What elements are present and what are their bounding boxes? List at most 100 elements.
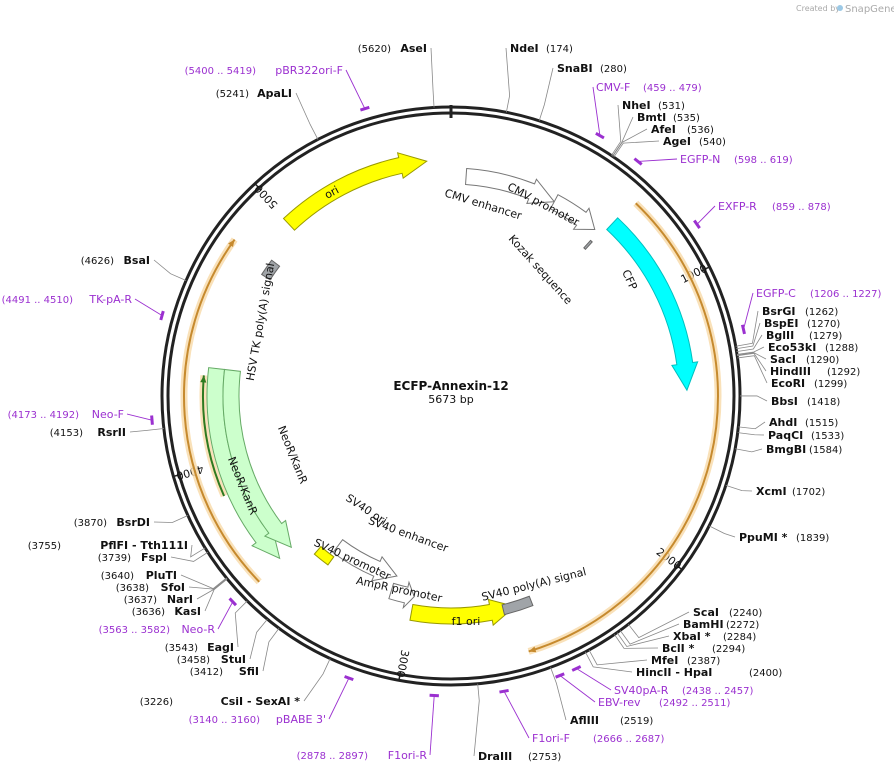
enzyme-site-sfii[interactable]: SfiI(3412) bbox=[190, 665, 259, 678]
primer-pbr322ori-f[interactable]: pBR322ori-F(5400 .. 5419) bbox=[185, 64, 370, 112]
feature-hsv-tk-poly-a-signal[interactable] bbox=[260, 259, 281, 281]
enzyme-site-xbai[interactable]: XbaI *(2284) bbox=[673, 630, 756, 643]
primer-f1ori-f[interactable]: F1ori-F(2666 .. 2687) bbox=[499, 688, 665, 745]
primer-exfp-r[interactable]: EXFP-R(859 .. 878) bbox=[693, 200, 831, 229]
feature-f1-ori[interactable] bbox=[409, 598, 517, 627]
enzyme-name: RsrII bbox=[97, 426, 126, 439]
enzyme-site-sfoi[interactable]: SfoI(3638) bbox=[116, 581, 185, 594]
enzyme-name: BmgBI bbox=[766, 443, 806, 456]
orf-arc bbox=[202, 375, 225, 497]
enzyme-site-hindiii[interactable]: HindIII(1292) bbox=[770, 365, 860, 378]
enzyme-site-eco53ki[interactable]: Eco53kI(1288) bbox=[768, 341, 858, 354]
enzyme-leader bbox=[234, 600, 248, 648]
enzyme-name: BmtI bbox=[637, 111, 666, 124]
enzyme-leader bbox=[628, 611, 690, 639]
enzyme-position: (2400) bbox=[749, 668, 782, 679]
enzyme-site-pflfi-tth111i[interactable]: PflFI - Tth111I(3755) bbox=[28, 539, 188, 552]
primer-leader bbox=[126, 413, 153, 421]
enzyme-name: MfeI bbox=[651, 654, 678, 667]
enzyme-site-paqci[interactable]: PaqCI(1533) bbox=[768, 429, 844, 442]
primer-sv40pa-r[interactable]: SV40pA-R(2438 .. 2457) bbox=[571, 665, 754, 697]
enzyme-name: BamHI bbox=[683, 618, 724, 631]
enzyme-name: KasI bbox=[174, 605, 201, 618]
enzyme-leader bbox=[736, 322, 761, 350]
orf-arrowhead bbox=[528, 646, 537, 653]
feature-sv40-ori[interactable] bbox=[313, 545, 335, 566]
feature-sv40-promoter[interactable] bbox=[332, 539, 398, 582]
enzyme-site-nari[interactable]: NarI(3637) bbox=[124, 593, 193, 606]
enzyme-site-bsai[interactable]: BsaI(4626) bbox=[81, 254, 150, 267]
enzyme-site-csii-sexai[interactable]: CsiI - SexAI *(3226) bbox=[140, 695, 301, 708]
feature-sv40-poly-a-signal[interactable] bbox=[501, 595, 534, 616]
enzyme-site-bspei[interactable]: BspEI(1270) bbox=[764, 317, 840, 330]
scale-tick bbox=[398, 671, 402, 682]
enzyme-site-stui[interactable]: StuI(3458) bbox=[177, 653, 246, 666]
enzyme-site-snabi[interactable]: SnaBI(280) bbox=[557, 62, 627, 75]
feature-ori[interactable] bbox=[282, 152, 428, 231]
enzyme-site-bmgbi[interactable]: BmgBI(1584) bbox=[766, 443, 842, 456]
enzyme-site-kasi[interactable]: KasI(3636) bbox=[132, 605, 201, 618]
plasmid-length: 5673 bp bbox=[428, 393, 473, 406]
feature-label: f1 ori bbox=[452, 615, 481, 628]
enzyme-site-ndei[interactable]: NdeI(174) bbox=[510, 42, 573, 55]
feature-kozak-sequence[interactable] bbox=[583, 239, 593, 251]
enzyme-site-agei[interactable]: AgeI(540) bbox=[663, 135, 726, 148]
enzyme-site-hincii-hpai[interactable]: HincII - HpaI(2400) bbox=[636, 666, 782, 679]
primer-ebv-rev[interactable]: EBV-rev(2492 .. 2511) bbox=[555, 672, 731, 709]
feature-cfp[interactable] bbox=[606, 217, 699, 392]
enzyme-name: AfeI bbox=[651, 123, 676, 136]
enzyme-site-bsrdi[interactable]: BsrDI(3870) bbox=[74, 516, 150, 529]
enzyme-site-bbsi[interactable]: BbsI(1418) bbox=[771, 395, 840, 408]
enzyme-site-mfei[interactable]: MfeI(2387) bbox=[651, 654, 720, 667]
enzyme-site-bmti[interactable]: BmtI(535) bbox=[637, 111, 700, 124]
enzyme-position: (5620) bbox=[358, 44, 391, 55]
enzyme-position: (280) bbox=[600, 64, 627, 75]
enzyme-leader bbox=[735, 310, 759, 347]
enzyme-site-eagi[interactable]: EagI(3543) bbox=[165, 641, 234, 654]
primer-name: EGFP-C bbox=[756, 287, 796, 300]
enzyme-leader bbox=[737, 352, 767, 372]
primer-egfp-c[interactable]: EGFP-C(1206 .. 1227) bbox=[740, 287, 882, 335]
feature-cmv-enhancer[interactable] bbox=[465, 168, 556, 204]
enzyme-site-asei[interactable]: AseI(5620) bbox=[358, 42, 427, 55]
enzyme-site-bsrgi[interactable]: BsrGI(1262) bbox=[762, 305, 838, 318]
enzyme-leader bbox=[153, 259, 187, 281]
enzyme-site-bamhi[interactable]: BamHI(2272) bbox=[683, 618, 759, 631]
primer-range: (3563 .. 3582) bbox=[99, 625, 171, 636]
enzyme-site-fspi[interactable]: FspI(3739) bbox=[98, 551, 167, 564]
feature-ampr-promoter[interactable] bbox=[388, 580, 415, 610]
enzyme-position: (3412) bbox=[190, 667, 223, 678]
enzyme-name: StuI bbox=[221, 653, 246, 666]
enzyme-site-ppumi[interactable]: PpuMI *(1839) bbox=[739, 531, 829, 544]
feature-label: NeoR/KanR bbox=[275, 424, 310, 486]
plasmid-name: ECFP-Annexin-12 bbox=[393, 379, 508, 393]
primer-f1ori-r[interactable]: F1ori-R(2878 .. 2897) bbox=[297, 693, 439, 762]
enzyme-site-apali[interactable]: ApaLI(5241) bbox=[216, 87, 292, 100]
enzyme-name: NheI bbox=[622, 99, 651, 112]
enzyme-site-rsrii[interactable]: RsrII(4153) bbox=[50, 426, 126, 439]
primer-pbabe-3[interactable]: pBABE 3'(3140 .. 3160) bbox=[189, 675, 354, 726]
primer-bar bbox=[159, 310, 165, 321]
primer-cmv-f[interactable]: CMV-F(459 .. 479) bbox=[592, 81, 702, 140]
enzyme-site-bglii[interactable]: BglII(1279) bbox=[766, 329, 842, 342]
enzyme-site-xcmi[interactable]: XcmI(1702) bbox=[756, 485, 825, 498]
primer-egfp-n[interactable]: EGFP-N(598 .. 619) bbox=[633, 153, 793, 166]
enzyme-site-bcli[interactable]: BclI *(2294) bbox=[662, 642, 745, 655]
scale-tick bbox=[253, 182, 262, 191]
enzyme-site-saci[interactable]: SacI(1290) bbox=[770, 353, 839, 366]
enzyme-site-ahdi[interactable]: AhdI(1515) bbox=[769, 416, 838, 429]
feature-neor-kanr[interactable] bbox=[222, 368, 292, 549]
primer-leader bbox=[429, 695, 435, 756]
enzyme-site-afliii[interactable]: AflIII(2519) bbox=[570, 714, 653, 727]
primer-tk-pa-r[interactable]: TK-pA-R(4491 .. 4510) bbox=[2, 293, 165, 321]
enzyme-site-nhei[interactable]: NheI(531) bbox=[622, 99, 685, 112]
primer-neo-r[interactable]: Neo-R(3563 .. 3582) bbox=[99, 597, 238, 636]
feature-cmv-promoter[interactable] bbox=[549, 193, 596, 230]
enzyme-site-scai[interactable]: ScaI(2240) bbox=[693, 606, 762, 619]
enzyme-site-pluti[interactable]: PluTI(3640) bbox=[101, 569, 177, 582]
enzyme-site-ecori[interactable]: EcoRI(1299) bbox=[771, 377, 847, 390]
primer-neo-f[interactable]: Neo-F(4173 .. 4192) bbox=[8, 408, 154, 425]
enzyme-site-draiii[interactable]: DraIII(2753) bbox=[478, 750, 561, 763]
enzyme-site-afei[interactable]: AfeI(536) bbox=[651, 123, 714, 136]
enzyme-position: (2240) bbox=[729, 608, 762, 619]
